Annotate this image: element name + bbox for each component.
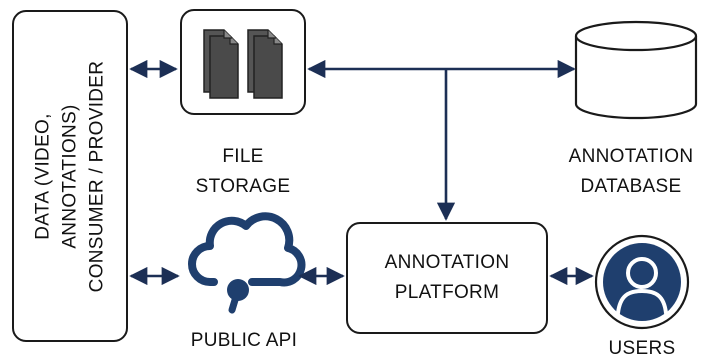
file-storage-label: FILE STORAGE xyxy=(180,142,306,202)
connectors xyxy=(129,59,594,286)
cloud-api-icon xyxy=(188,212,306,314)
public-api-label: PUBLIC API xyxy=(190,330,298,351)
file-storage-box xyxy=(180,9,306,115)
file-storage-line2: STORAGE xyxy=(195,176,291,197)
annotation-platform-line1: ANNOTATION xyxy=(384,252,510,273)
documents-icon xyxy=(203,29,283,99)
consumer-provider-box xyxy=(12,10,128,342)
database-cylinder-icon xyxy=(574,20,698,120)
annotation-database-line1: ANNOTATION xyxy=(568,146,694,167)
annotation-platform-label: ANNOTATION PLATFORM xyxy=(346,248,548,308)
users-label: USERS xyxy=(608,338,676,359)
user-icon xyxy=(594,234,690,330)
file-storage-line1: FILE xyxy=(222,146,264,167)
annotation-platform-line2: PLATFORM xyxy=(394,282,500,303)
annotation-database-line2: DATABASE xyxy=(580,176,682,197)
annotation-database-label: ANNOTATION DATABASE xyxy=(556,142,706,202)
annotation-platform-box xyxy=(346,222,548,334)
